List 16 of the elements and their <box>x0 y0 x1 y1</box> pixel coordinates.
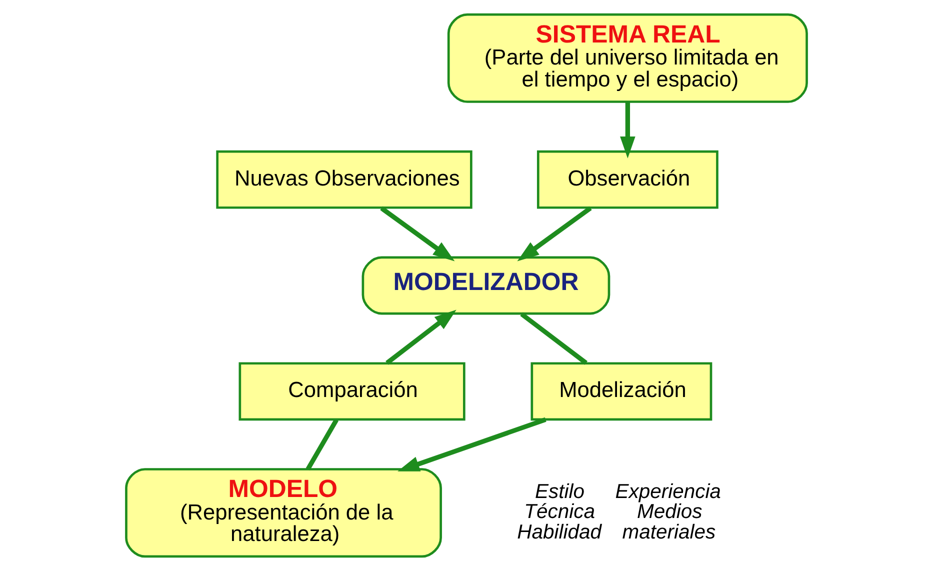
arrow <box>397 417 546 472</box>
node-box: Observación <box>536 150 718 209</box>
arrow <box>620 102 635 158</box>
node-label: Experiencia Medios materiales <box>614 480 720 544</box>
node-box: Nuevas Observaciones <box>216 150 472 209</box>
connector <box>305 418 338 470</box>
node-box: Comparación <box>238 362 465 421</box>
node-box: MODELIZADOR <box>361 256 610 315</box>
arrow <box>385 310 456 365</box>
node-label: Estilo Técnica Habilidad <box>516 480 601 544</box>
connector <box>520 312 587 365</box>
node-box: Modelización <box>530 362 712 421</box>
node-box: MODELO (Representación de la naturaleza) <box>124 468 442 558</box>
arrow <box>516 206 592 262</box>
node-box: SISTEMA REAL (Parte del universo limitada en el tiempo y el espacio) <box>446 13 808 103</box>
arrow <box>380 206 454 262</box>
